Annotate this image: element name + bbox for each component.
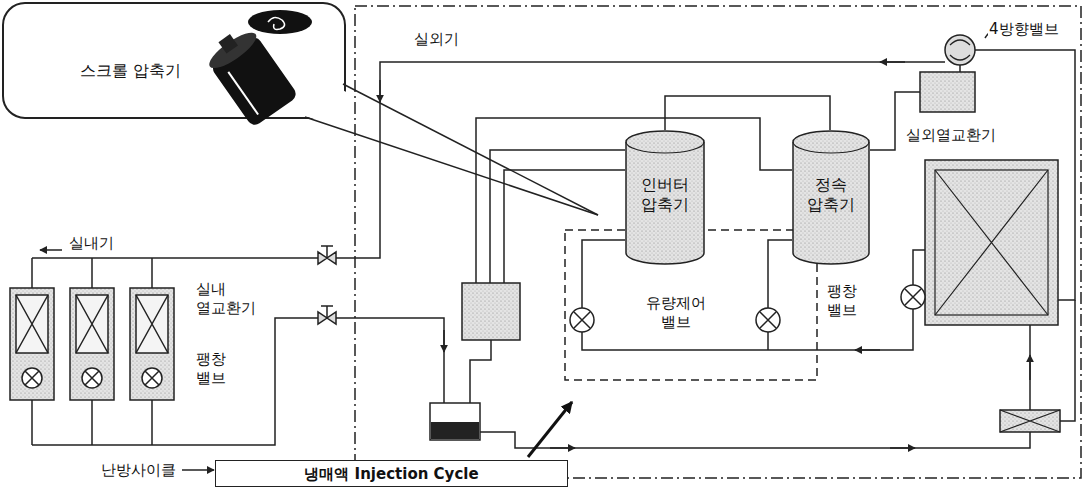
four-way-valve [945, 35, 975, 65]
part-label: 팽창 밸브 [195, 350, 237, 388]
part-label: 실외기 [413, 30, 460, 49]
part-label: 유량제어 밸브 [637, 294, 715, 332]
oil-separator [920, 72, 975, 112]
part-label: 팽창 밸브 [826, 282, 868, 320]
compressor-cylinder: 정속 압축기 [792, 130, 870, 265]
callout-bubble [3, 3, 598, 215]
outdoor-unit-boundary [355, 6, 1081, 478]
node-text: 인버터 압축기 [630, 175, 700, 213]
subcooler [1000, 410, 1060, 432]
outdoor-heat-exchanger [925, 160, 1058, 325]
indoor-units [10, 288, 174, 400]
caption-box: 냉매액 Injection Cycle [215, 460, 568, 487]
part-label: 난방사이클 [100, 461, 177, 480]
expansion-valves [570, 285, 925, 332]
part-label: 4방향밸브 [988, 20, 1060, 39]
node-text: 정속 압축기 [797, 175, 865, 213]
flow-arrows [40, 31, 1030, 470]
part-label: 실외열교환기 [905, 126, 997, 145]
pointer-arrow [528, 402, 572, 457]
callout-bubble: 스크롤 압축기 [3, 3, 345, 118]
compressor-cylinder: 인버터 압축기 [625, 130, 705, 265]
part-label: 실내기 [68, 234, 115, 253]
pipes [32, 50, 1075, 448]
node-text: 스크롤 압축기 [80, 61, 181, 80]
node-text: 냉매액 Injection Cycle [304, 465, 478, 483]
service-valves [318, 246, 336, 324]
receiver [430, 403, 480, 440]
part-label: 실내 열교환기 [195, 280, 265, 318]
scroll-compressor-illustration [201, 10, 312, 128]
accumulator [462, 283, 520, 340]
